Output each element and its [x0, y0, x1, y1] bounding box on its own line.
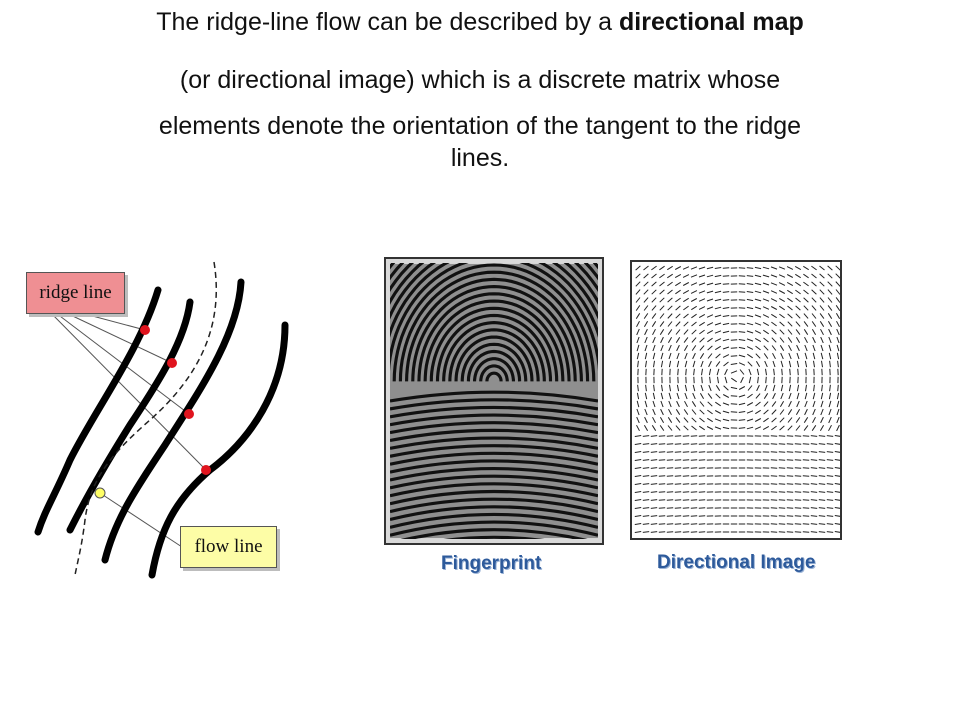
heading-text: The ridge-line flow can be described by …: [156, 8, 619, 36]
ridge-leader-lines: [47, 309, 207, 471]
ridge-line-label: ridge line: [39, 282, 112, 303]
flow-leader-line: [99, 492, 183, 548]
ridge-point: [140, 325, 150, 335]
ridge-point: [167, 358, 177, 368]
flow-line: [74, 261, 218, 576]
ridge-points: [140, 325, 211, 475]
ridge-point: [184, 409, 194, 419]
fingerprint-image: [269, 119, 719, 553]
directional-image-caption: Directional Image: [657, 552, 816, 573]
heading-bold-term: directional map: [619, 8, 804, 36]
heading-line-1: The ridge-line flow can be described by …: [30, 10, 930, 35]
flow-line-callout: flow line: [180, 526, 277, 568]
directional-image: [630, 260, 842, 540]
heading-line-2: (or directional image) which is a discre…: [179, 66, 781, 94]
ridge-point: [201, 465, 211, 475]
heading-line-4: lines.: [450, 144, 510, 172]
flow-point: [94, 487, 106, 499]
ridge-line-callout: ridge line: [26, 272, 125, 314]
flow-line-label: flow line: [194, 536, 263, 557]
fingerprint-ridges: [269, 119, 719, 553]
fingerprint-caption: Fingerprint: [441, 553, 542, 574]
directional-field: [634, 265, 842, 533]
heading-line-3: elements denote the orientation of the t…: [158, 112, 802, 140]
